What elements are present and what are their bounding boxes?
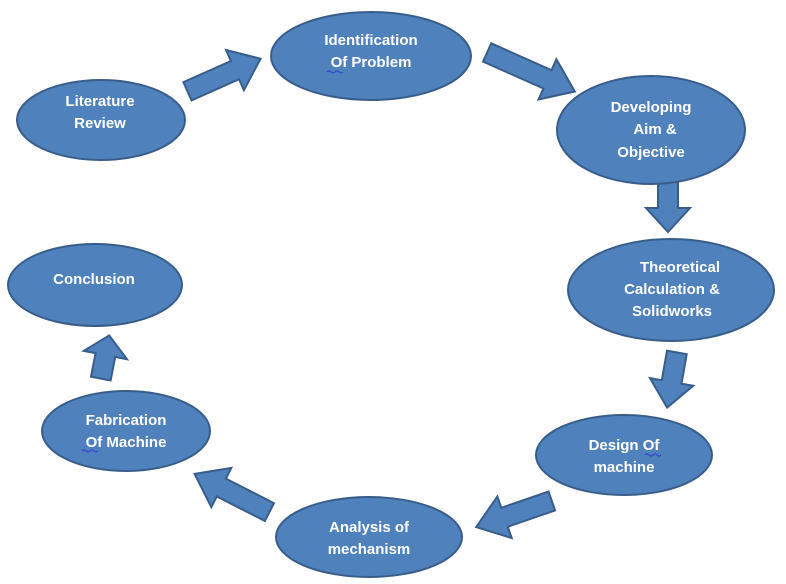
arrow-design-to-analysis [474,490,557,540]
node-literature-review-label: Literature Review [65,93,134,132]
node-identification-label: Identification Of Problem [324,32,417,71]
svg-text:Objective: Objective [617,144,685,161]
node-design-label: Design Of machine [589,437,661,476]
node-analysis-of-mechanism: Analysis of mechanism [275,496,463,578]
node-design-of-machine: Design Of machine [535,414,713,496]
spellcheck-underline [644,453,662,457]
svg-text:Analysis of: Analysis of [329,519,410,536]
node-analysis-label: Analysis of mechanism [328,519,411,558]
arrow-identification-to-developing [481,42,577,101]
node-identification-of-problem: Identification Of Problem [270,11,472,101]
node-theoretical-label: Theoretical Calculation & Solidworks [624,259,720,320]
spellcheck-underline [81,449,99,453]
arrow-analysis-to-fabrication [193,466,276,523]
svg-text:Review: Review [74,115,126,132]
svg-text:Solidworks: Solidworks [632,303,712,320]
svg-text:Of Machine: Of Machine [86,434,167,451]
node-theoretical-calculation-solidworks: Theoretical Calculation & Solidworks [567,238,775,342]
node-literature-review: Literature Review [16,79,186,161]
node-conclusion-label: Conclusion [53,271,135,288]
svg-text:Aim &: Aim & [633,121,677,138]
spellcheck-underline [326,70,344,74]
svg-text:Identification: Identification [324,32,417,49]
svg-text:Theoretical: Theoretical [640,259,720,276]
svg-text:Conclusion: Conclusion [53,271,135,288]
node-fabrication-of-machine: Fabrication Of Machine [41,390,211,472]
arrow-fabrication-to-conclusion [81,334,130,382]
node-developing-label: Developing Aim & Objective [611,99,692,161]
node-conclusion: Conclusion [7,243,183,327]
svg-text:Design Of: Design Of [589,437,661,454]
node-fabrication-label: Fabrication Of Machine [86,412,167,451]
svg-text:Developing: Developing [611,99,692,116]
svg-text:Literature: Literature [65,93,134,110]
arrow-literature-to-identification [182,48,263,102]
svg-text:Fabrication: Fabrication [86,412,167,429]
node-developing-aim-objective: Developing Aim & Objective [556,75,746,185]
svg-text:Calculation &: Calculation & [624,281,720,298]
arrow-theoretical-to-design [648,349,696,410]
svg-text:machine: machine [594,459,655,476]
svg-text:Of Problem: Of Problem [331,54,412,71]
arrow-developing-to-theoretical [643,179,693,234]
svg-text:mechanism: mechanism [328,541,411,558]
